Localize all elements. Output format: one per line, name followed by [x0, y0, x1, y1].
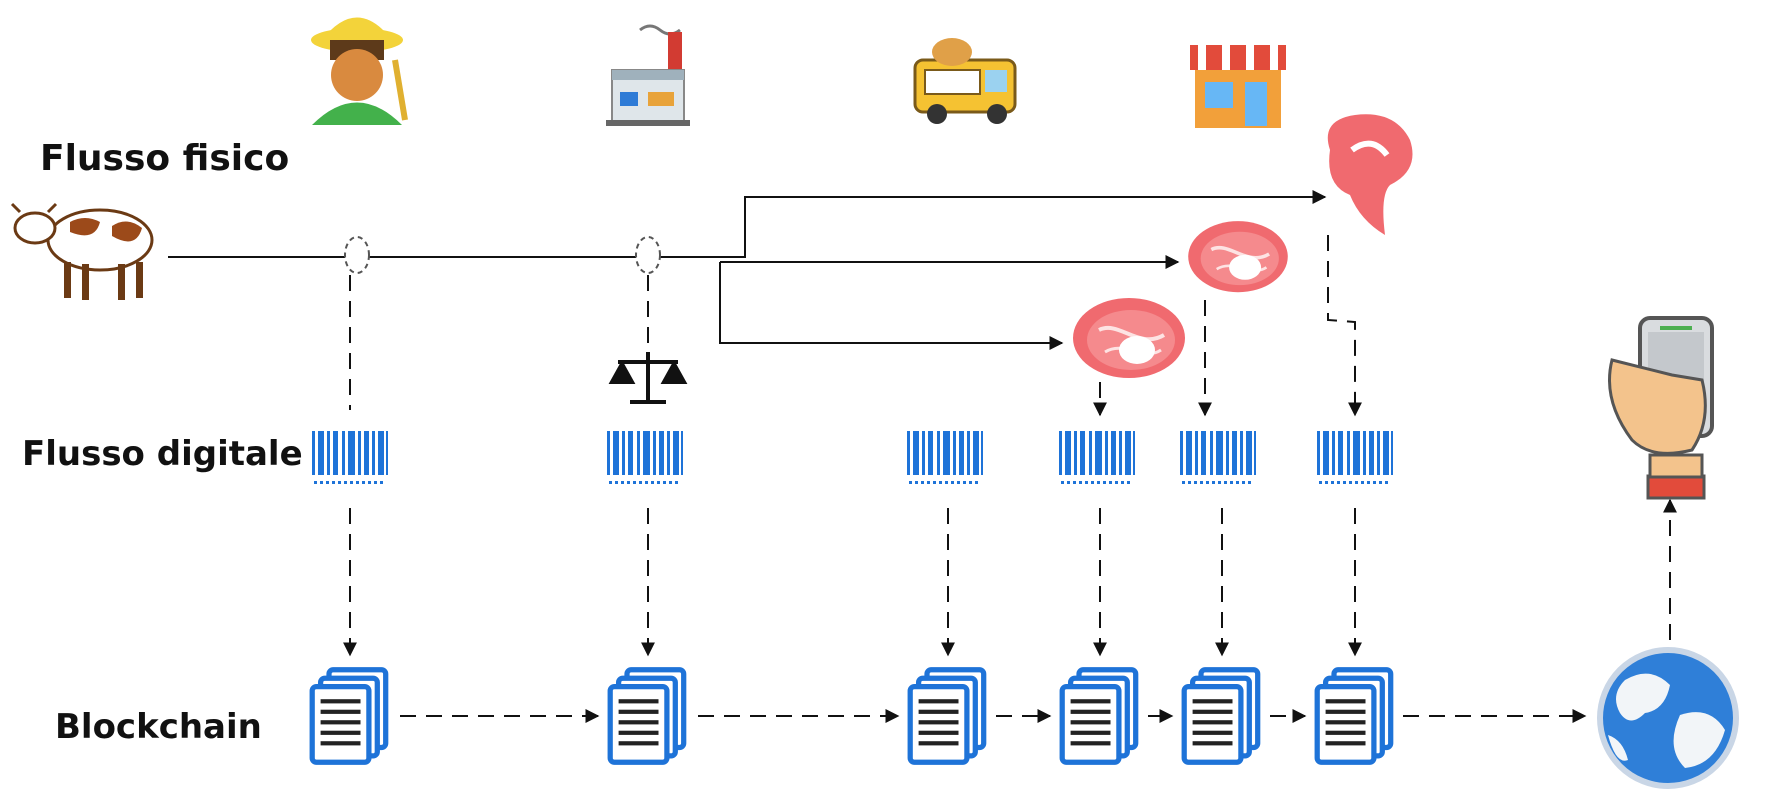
physical-flow-lines [168, 190, 1327, 350]
food-truck-icon [913, 38, 1017, 124]
physical-flow-label: Flusso fisico [40, 138, 289, 179]
digital-flow-label: Flusso digitale [22, 434, 303, 474]
scale-icon [608, 352, 688, 404]
barcode-icon [312, 431, 388, 484]
document-stack-icon [610, 670, 684, 762]
smartphone-hand-icon [1608, 316, 1714, 500]
barcode-icon [1059, 431, 1135, 484]
document-stack-icon [312, 670, 386, 762]
farmer-icon [311, 17, 408, 125]
factory-icon [606, 24, 690, 126]
document-stack-icon [1317, 670, 1391, 762]
vertical-connectors [343, 235, 1677, 657]
cow-icon [10, 202, 154, 300]
t-bone-steak-icon [1327, 114, 1413, 235]
document-stack-icon [910, 670, 984, 762]
shop-icon [1190, 45, 1286, 128]
document-stack-icon [1184, 670, 1258, 762]
document-stack-icon [1062, 670, 1136, 762]
roast-meat-icon [1186, 219, 1290, 294]
blockchain-label: Blockchain [55, 707, 262, 747]
factory-check-node [635, 236, 661, 274]
barcode-icon [1180, 431, 1256, 484]
round-steak-icon [1073, 298, 1185, 378]
globe-icon [1597, 647, 1739, 789]
farmer-check-node [344, 236, 370, 274]
barcode-icon [1317, 431, 1393, 484]
barcode-icon [607, 431, 683, 484]
barcode-icon [907, 431, 983, 484]
